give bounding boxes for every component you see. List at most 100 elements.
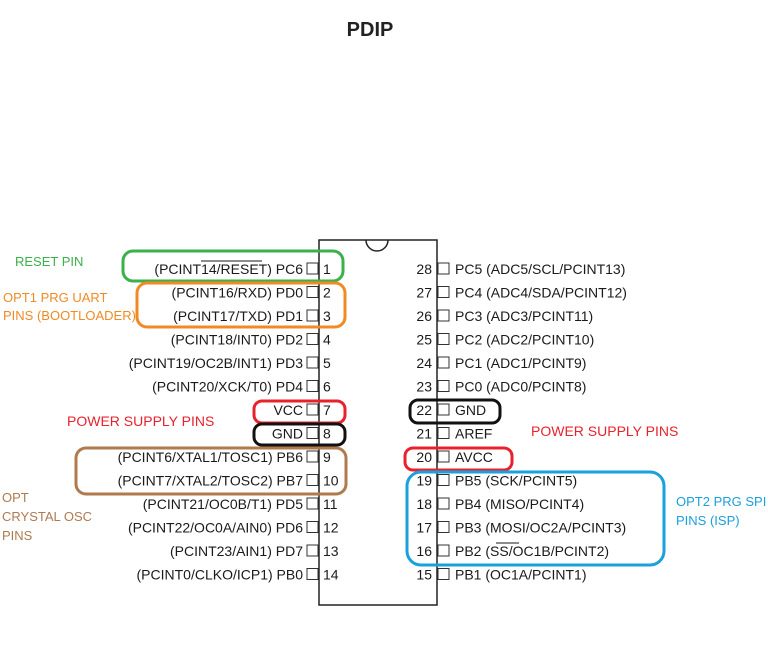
pin-pad — [437, 356, 450, 369]
pin-pad — [306, 427, 319, 439]
pin-label: PC4 (ADC4/SDA/PCINT12) — [455, 285, 627, 301]
pin-number: 7 — [323, 402, 331, 418]
pin-pad — [437, 427, 450, 439]
pin-label: (PCINT14/RESET) PC6 — [154, 261, 303, 277]
pin-label: PC0 (ADC0/PCINT8) — [455, 379, 586, 395]
pin-number: 18 — [416, 496, 432, 512]
spi-annotation-line1: OPT2 PRG SPI — [676, 494, 766, 509]
osc-annotation-line1: OPT — [2, 490, 29, 505]
power-annotation-right: POWER SUPPLY PINS — [531, 423, 678, 439]
pin-pad — [437, 568, 450, 580]
right-pin-row: 21 AREF — [416, 426, 492, 442]
pin-label: (PCINT0/CLKO/ICP1) PB0 — [137, 567, 304, 583]
pin-pad — [306, 333, 319, 345]
pin-number: 9 — [323, 449, 331, 465]
pin-label: PC5 (ADC5/SCL/PCINT13) — [455, 261, 625, 277]
osc-annotation-line2: CRYSTAL OSC — [2, 509, 92, 524]
uart-annotation-line1: OPT1 PRG UART — [3, 290, 108, 305]
pin-number: 21 — [416, 426, 432, 442]
pin-pad — [437, 403, 450, 416]
pin-number: 17 — [416, 520, 432, 536]
right-pin-row: 22 GND — [416, 402, 486, 418]
diagram-title: PDIP — [347, 19, 394, 41]
pin-label: (PCINT22/OC0A/AIN0) PD6 — [128, 520, 303, 536]
pin-number: 6 — [323, 379, 331, 395]
pin-number: 14 — [323, 567, 339, 583]
pin-pad — [306, 309, 319, 322]
pin-pad — [306, 403, 319, 416]
avcc-highlight-box — [403, 446, 514, 472]
pin-pad — [306, 380, 319, 392]
pin-number: 25 — [416, 332, 432, 348]
pin-label: AVCC — [455, 449, 493, 465]
pin-pad — [437, 521, 450, 533]
pin-pad — [306, 497, 319, 510]
pin-label: PB4 (MISO/PCINT4) — [455, 496, 584, 512]
left-pin-row: (PCINT20/XCK/T0) PD4 6 — [152, 379, 331, 395]
left-pin-row: (PCINT14/RESET) PC6 1 — [154, 261, 331, 277]
pin-number: 11 — [323, 496, 338, 512]
pin-number: 15 — [416, 567, 432, 583]
pin-pad — [437, 474, 450, 486]
gnd-left-highlight-box — [252, 422, 347, 447]
pin-number: 1 — [323, 261, 331, 277]
pin-number: 12 — [323, 520, 339, 536]
crystal-highlight-box — [74, 446, 348, 496]
pin-label: AREF — [455, 426, 492, 442]
pin-pad — [306, 262, 319, 275]
pin-pad — [437, 309, 450, 322]
pin-number: 28 — [416, 261, 432, 277]
pin-label: GND — [272, 426, 303, 442]
left-pin-row: (PCINT21/OC0B/T1) PD5 11 — [143, 496, 338, 512]
pin-number: 10 — [323, 473, 339, 489]
left-pin-row: (PCINT22/OC0A/AIN0) PD6 12 — [128, 520, 339, 536]
pin-pad — [306, 544, 319, 557]
pin-label: (PCINT20/XCK/T0) PD4 — [152, 379, 303, 395]
right-pin-row: 18 PB4 (MISO/PCINT4) — [416, 496, 584, 512]
uart-highlight-box — [135, 281, 347, 329]
pin-label: (PCINT6/XTAL1/TOSC1) PB6 — [118, 449, 304, 465]
pin-pad — [306, 568, 319, 580]
pin-number: 20 — [416, 449, 432, 465]
left-pin-row: (PCINT0/CLKO/ICP1) PB0 14 — [137, 567, 339, 583]
pin-label: (PCINT18/INT0) PD2 — [171, 332, 303, 348]
right-pin-row: 20 AVCC — [416, 449, 492, 465]
pin-label: (PCINT21/OC0B/T1) PD5 — [143, 496, 303, 512]
spi-annotation-line2: PINS (ISP) — [676, 513, 740, 528]
uart-annotation-line2: PINS (BOOTLOADER) — [3, 308, 136, 323]
chip-notch — [365, 239, 389, 252]
reset-highlight-box — [121, 249, 345, 283]
pin-pad — [306, 356, 319, 369]
pin-pad — [437, 497, 450, 510]
right-pin-row: 28 PC5 (ADC5/SCL/PCINT13) — [416, 261, 625, 277]
pin-pad — [437, 450, 450, 463]
pin-label: (PCINT17/TXD) PD1 — [173, 308, 303, 324]
pin-number: 22 — [416, 402, 432, 418]
pin-label: GND — [455, 402, 486, 418]
pin-label: PC1 (ADC1/PCINT9) — [455, 355, 586, 371]
pin-pad — [437, 333, 450, 345]
pin-label: (PCINT23/AIN1) PD7 — [170, 543, 303, 559]
pin-label: (PCINT19/OC2B/INT1) PD3 — [129, 355, 303, 371]
pin-number: 16 — [416, 543, 432, 559]
right-pin-row: 16 PB2 (SS/OC1B/PCINT2) — [416, 543, 609, 559]
pin-label: PB2 (SS/OC1B/PCINT2) — [455, 543, 609, 559]
pin-pad — [437, 544, 450, 557]
pin-label: PC2 (ADC2/PCINT10) — [455, 332, 594, 348]
gnd-right-highlight-box — [408, 398, 502, 425]
pin-pad — [306, 450, 319, 463]
right-pin-row: 25 PC2 (ADC2/PCINT10) — [416, 332, 594, 348]
